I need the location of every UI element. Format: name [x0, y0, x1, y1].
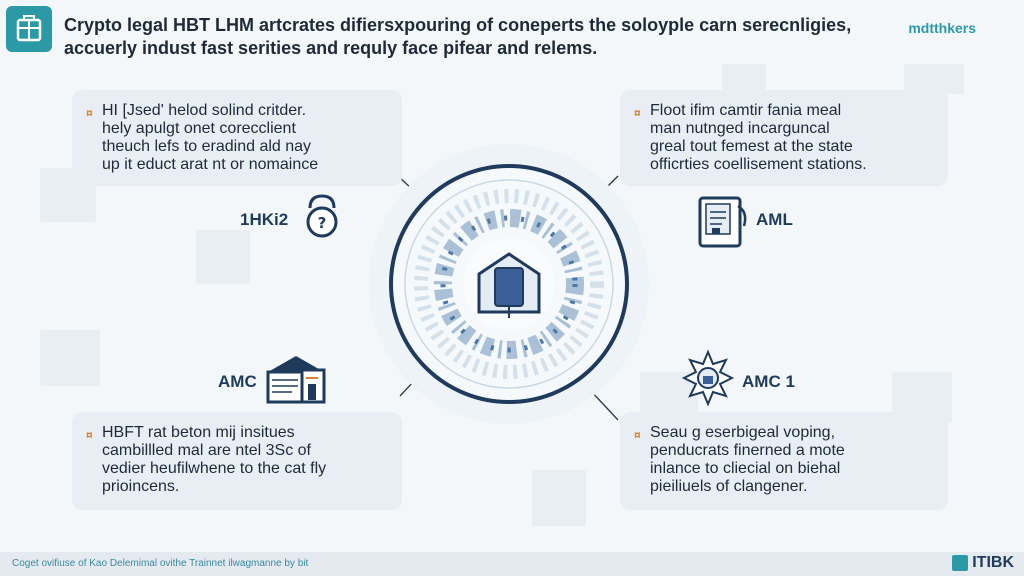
card-bullet: ¤ — [86, 428, 93, 442]
card-line: Seau g eserbigeal voping, — [650, 424, 836, 441]
info-card-bottom-left: ¤ HBFT rat beton mij insitues cambillled… — [72, 412, 402, 510]
card-line: HBFT rat beton mij insitues — [102, 424, 295, 441]
card-line: pieiliuels of clangener. — [650, 478, 808, 495]
footer-brand-name: ITIBK — [972, 554, 1014, 571]
connector-bottom-right — [589, 389, 619, 421]
card-line: theuch lefs to eradind ald nay — [102, 138, 312, 155]
building-ledger-icon — [266, 356, 326, 404]
card-line: officrties coellisement stations. — [650, 156, 867, 173]
svg-text:?: ? — [318, 214, 327, 232]
card-bullet: ¤ — [634, 106, 641, 120]
card-bullet: ¤ — [634, 428, 641, 442]
icon-label-bottom-right: AMC 1 — [742, 372, 795, 391]
card-line: Floot ifim camtir fania meal — [650, 102, 842, 119]
card-line: inlance to cliecial on biehal — [650, 460, 841, 477]
background-block — [904, 64, 964, 94]
icon-label-bottom-left: AMC — [218, 372, 257, 391]
brand-name: mdtthkers — [908, 20, 976, 36]
card-line: vedier heufilwhene to the cat fly — [102, 460, 327, 477]
card-bullet: ¤ — [86, 106, 93, 120]
footer-caption: Coget ovifiuse of Kao Delemimal ovithe T… — [12, 558, 309, 569]
page-title: Crypto legal HBT LHM artcrates difiersxp… — [64, 14, 864, 60]
card-line: up it educt arat nt or nomaince — [102, 156, 319, 173]
info-card-bottom-right: ¤ Seau g eserbigeal voping, penducrats f… — [620, 412, 948, 510]
title-line: Crypto legal HBT LHM artcrates difiersxp… — [64, 15, 852, 35]
footer-brand: ITIBK — [952, 554, 1014, 572]
background-block — [196, 230, 250, 284]
info-card-top-left: ¤ HI [Jsed' helod solind critder. hely a… — [72, 90, 402, 186]
brand-square-icon — [952, 555, 969, 571]
cube-logo-icon — [16, 15, 42, 42]
card-line: penducrats finerned a mote — [650, 442, 845, 459]
footer-bar: Coget ovifiuse of Kao Delemimal ovithe T… — [0, 552, 1024, 576]
background-block — [722, 64, 766, 94]
card-line: greal tout femest at the state — [650, 138, 853, 155]
icon-label-top-right: AML — [756, 210, 793, 229]
background-block — [532, 470, 586, 526]
card-line: man nutnged incarguncal — [650, 120, 830, 137]
card-line: HI [Jsed' helod solind critder. — [102, 102, 307, 119]
info-card-top-right: ¤ Floot ifim camtir fania meal man nutng… — [620, 90, 948, 186]
card-line: prioincens. — [102, 478, 180, 495]
star-shield-icon — [681, 349, 735, 407]
title-line: accuerly indust fast serities and requly… — [64, 38, 598, 58]
card-line: hely apulgt onet corecclient — [102, 120, 296, 137]
card-line: cambillled mal are ntel 3Sc of — [102, 442, 311, 459]
padlock-question-icon: ? — [306, 194, 338, 238]
background-block — [40, 330, 100, 386]
app-logo — [6, 6, 52, 52]
central-hub-icon — [369, 144, 649, 424]
icon-label-top-left: 1HKi2 — [240, 210, 289, 229]
document-checklist-icon — [698, 196, 747, 248]
